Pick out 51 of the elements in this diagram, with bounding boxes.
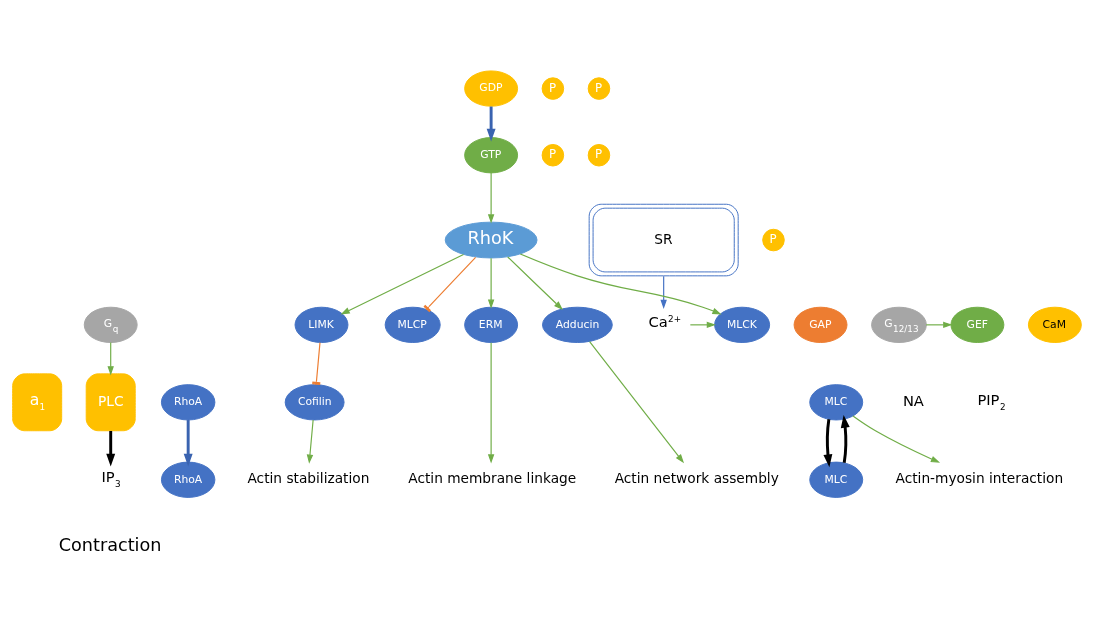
- node-ellipse: G$_{q}$: [83, 306, 138, 343]
- arrow: [106, 430, 116, 467]
- arrow: [183, 419, 193, 467]
- node-ellipse: RhoA: [160, 461, 216, 498]
- arrow: [660, 275, 667, 309]
- connector: [423, 256, 477, 312]
- arrow: [306, 418, 314, 464]
- node-ellipse: G$_{12/13}$: [871, 306, 927, 343]
- node-ellipse: GAP: [793, 306, 848, 343]
- node-text: Ca$^{2+}$: [648, 312, 682, 330]
- node-text: Actin stabilization: [247, 469, 370, 486]
- node-ellipse: GDP: [464, 69, 519, 107]
- node-circle: P: [541, 76, 565, 100]
- arrow: [689, 321, 716, 328]
- node-ellipse: RhoK: [444, 221, 538, 258]
- node-ellipse: Adducin: [542, 306, 613, 343]
- arrow: [507, 255, 563, 310]
- arrow: [487, 171, 495, 224]
- node-text: Actin network assembly: [614, 469, 779, 486]
- arrow: [589, 340, 685, 463]
- node-ellipse: MLCK: [714, 306, 771, 343]
- node-circle: P: [587, 76, 611, 100]
- node-circle: P: [762, 228, 785, 251]
- node-ellipse: MLC: [809, 383, 864, 420]
- label: Contraction: [58, 534, 162, 555]
- node-ellipse: GTP: [464, 136, 519, 173]
- node-box: a$_{1}$: [12, 372, 63, 431]
- arrow: [840, 414, 850, 463]
- node-box: PLC: [85, 372, 136, 431]
- node-circle: P: [587, 143, 611, 166]
- node-circle: P: [541, 143, 565, 166]
- arrow: [487, 341, 495, 464]
- node-ellipse: CaM: [1027, 306, 1082, 343]
- arrow: [925, 321, 953, 328]
- node-text: Actin-myosin interaction: [895, 469, 1064, 486]
- node-ellipse: MLC: [809, 461, 864, 498]
- label: PIP$_{2}$: [977, 390, 1006, 412]
- node-ellipse: GEF: [950, 306, 1005, 343]
- node-ellipse: RhoA: [160, 383, 216, 420]
- arrow: [486, 106, 496, 142]
- arrow: [487, 257, 495, 309]
- arrow: [852, 414, 941, 463]
- node-text: Actin membrane linkage: [408, 469, 577, 486]
- label: NA: [902, 391, 924, 409]
- arrow: [340, 253, 465, 315]
- node-ellipse: ERM: [464, 306, 519, 343]
- arrow: [519, 252, 722, 314]
- arrow: [107, 341, 114, 375]
- node-box: SR: [588, 203, 739, 276]
- arrow: [823, 418, 833, 467]
- node-text: IP$_{3}$: [101, 467, 121, 489]
